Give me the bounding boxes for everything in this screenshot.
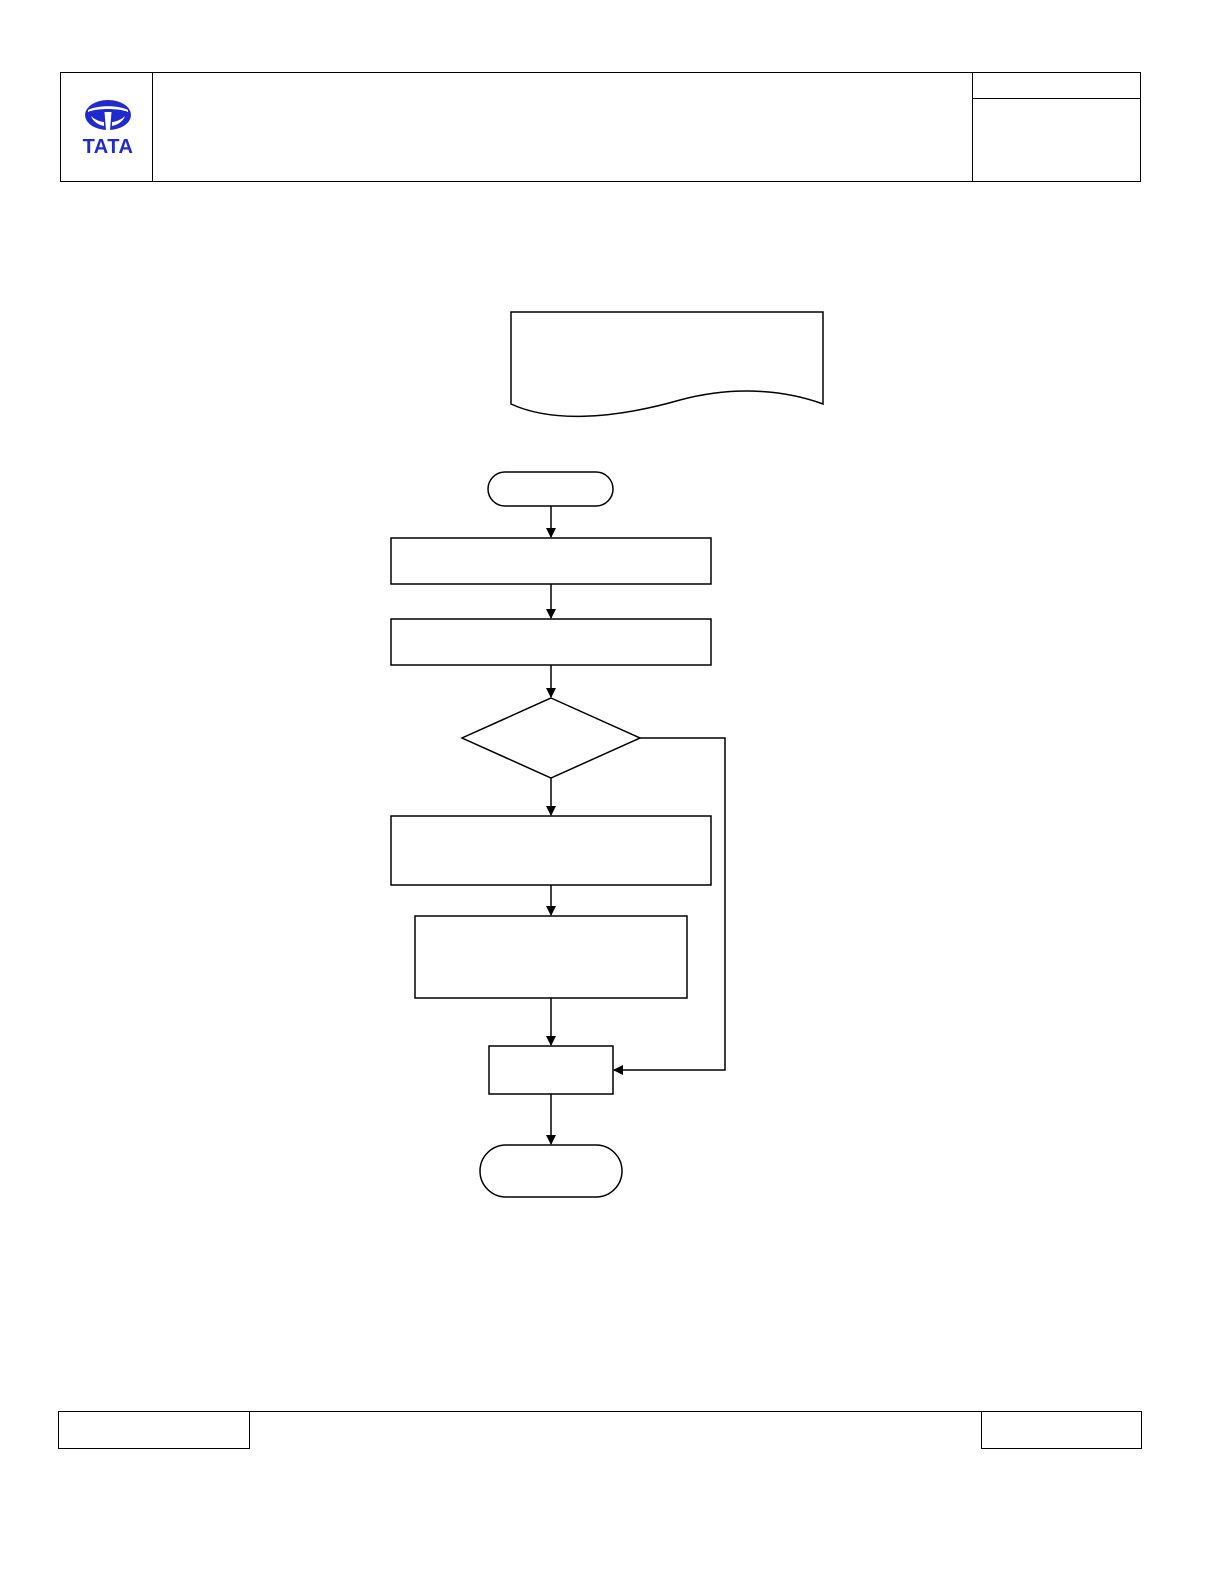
header-meta-top-cell [973, 73, 1140, 99]
header-title-cell [153, 73, 973, 181]
footer-left-box [58, 1411, 250, 1449]
header-table: TATA [60, 72, 1141, 182]
process-step-5 [488, 1045, 614, 1095]
start-terminator [487, 471, 614, 507]
process-step-2 [390, 618, 712, 666]
process-step-4 [414, 915, 688, 999]
footer-right-box [981, 1411, 1142, 1449]
process-step-3 [390, 815, 712, 886]
tata-logo-icon: TATA [83, 100, 134, 157]
logo-wordmark: TATA [83, 136, 134, 157]
end-terminator [479, 1144, 623, 1198]
logo-cell: TATA [61, 73, 153, 181]
footer-rule [250, 1411, 981, 1412]
connector-decision-bypass [613, 737, 726, 1075]
decision-diamond [460, 697, 642, 779]
document-note-shape [510, 311, 824, 418]
process-step-1 [390, 537, 712, 585]
